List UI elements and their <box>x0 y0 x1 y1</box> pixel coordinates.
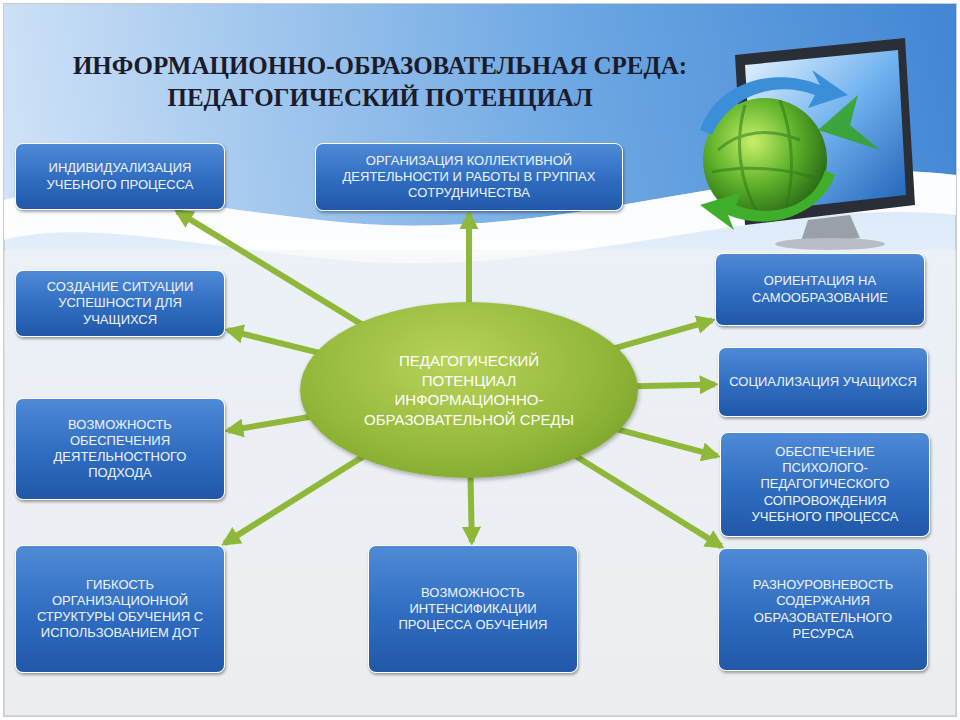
arrow-connector <box>574 455 721 546</box>
box-text: ОРИЕНТАЦИЯ НА САМООБРАЗОВАНИЕ <box>726 273 914 306</box>
arrow-connector <box>228 330 320 353</box>
feature-box: ОРИЕНТАЦИЯ НА САМООБРАЗОВАНИЕ <box>715 253 925 326</box>
feature-box: РАЗНОУРОВНЕВОСТЬ СОДЕРЖАНИЯ ОБРАЗОВАТЕЛЬ… <box>718 548 928 671</box>
feature-box: ИНДИВИДУАЛИЗАЦИЯ УЧЕБНОГО ПРОЦЕССА <box>15 143 225 210</box>
feature-box: ВОЗМОЖНОСТЬ ОБЕСПЕЧЕНИЯ ДЕЯТЕЛЬНОСТНОГО … <box>15 398 225 500</box>
arrow-connector <box>225 456 365 544</box>
box-text: ГИБКОСТЬ ОРГАНИЗАЦИОННОЙ СТРУКТУРЫ ОБУЧЕ… <box>26 577 214 642</box>
box-text: ИНДИВИДУАЛИЗАЦИЯ УЧЕБНОГО ПРОЦЕССА <box>26 160 214 193</box>
arrow-connector <box>634 384 715 386</box>
box-text: СОЦИАЛИЗАЦИЯ УЧАЩИХСЯ <box>729 374 917 390</box>
arrow-connector <box>616 429 717 456</box>
box-text: РАЗНОУРОВНЕВОСТЬ СОДЕРЖАНИЯ ОБРАЗОВАТЕЛЬ… <box>729 577 917 642</box>
center-text: ПЕДАГОГИЧЕСКИЙ ПОТЕНЦИАЛ ИНФОРМАЦИОННО-О… <box>350 351 588 429</box>
box-text: ОБЕСПЕЧЕНИЕ ПСИХОЛОГО-ПЕДАГОГИЧЕСКОГО СО… <box>731 444 919 525</box>
feature-box: ОРГАНИЗАЦИЯ КОЛЛЕКТИВНОЙ ДЕЯТЕЛЬНОСТИ И … <box>315 143 623 211</box>
feature-box: ОБЕСПЕЧЕНИЕ ПСИХОЛОГО-ПЕДАГОГИЧЕСКОГО СО… <box>720 432 930 537</box>
arrow-connector <box>228 417 312 431</box>
feature-box: ГИБКОСТЬ ОРГАНИЗАЦИОННОЙ СТРУКТУРЫ ОБУЧЕ… <box>15 545 225 673</box>
box-text: ОРГАНИЗАЦИЯ КОЛЛЕКТИВНОЙ ДЕЯТЕЛЬНОСТИ И … <box>326 153 612 202</box>
box-text: ВОЗМОЖНОСТЬ ОБЕСПЕЧЕНИЯ ДЕЯТЕЛЬНОСТНОГО … <box>26 417 214 482</box>
arrow-connector <box>466 214 472 306</box>
arrow-connector <box>613 320 712 348</box>
center-ellipse: ПЕДАГОГИЧЕСКИЙ ПОТЕНЦИАЛ ИНФОРМАЦИОННО-О… <box>300 302 638 478</box>
box-text: ВОЗМОЖНОСТЬ ИНТЕНСИФИКАЦИИ ПРОЦЕССА ОБУЧ… <box>379 585 567 634</box>
box-text: СОЗДАНИЕ СИТУАЦИИ УСПЕШНОСТИ ДЛЯ УЧАЩИХС… <box>26 279 214 328</box>
feature-box: СОЦИАЛИЗАЦИЯ УЧАЩИХСЯ <box>718 347 928 417</box>
feature-box: ВОЗМОЖНОСТЬ ИНТЕНСИФИКАЦИИ ПРОЦЕССА ОБУЧ… <box>368 545 578 673</box>
arrow-connector <box>471 474 472 542</box>
diagram-title: ИНФОРМАЦИОННО-ОБРАЗОВАТЕЛЬНАЯ СРЕДА: ПЕД… <box>20 50 740 114</box>
feature-box: СОЗДАНИЕ СИТУАЦИИ УСПЕШНОСТИ ДЛЯ УЧАЩИХС… <box>15 270 225 337</box>
